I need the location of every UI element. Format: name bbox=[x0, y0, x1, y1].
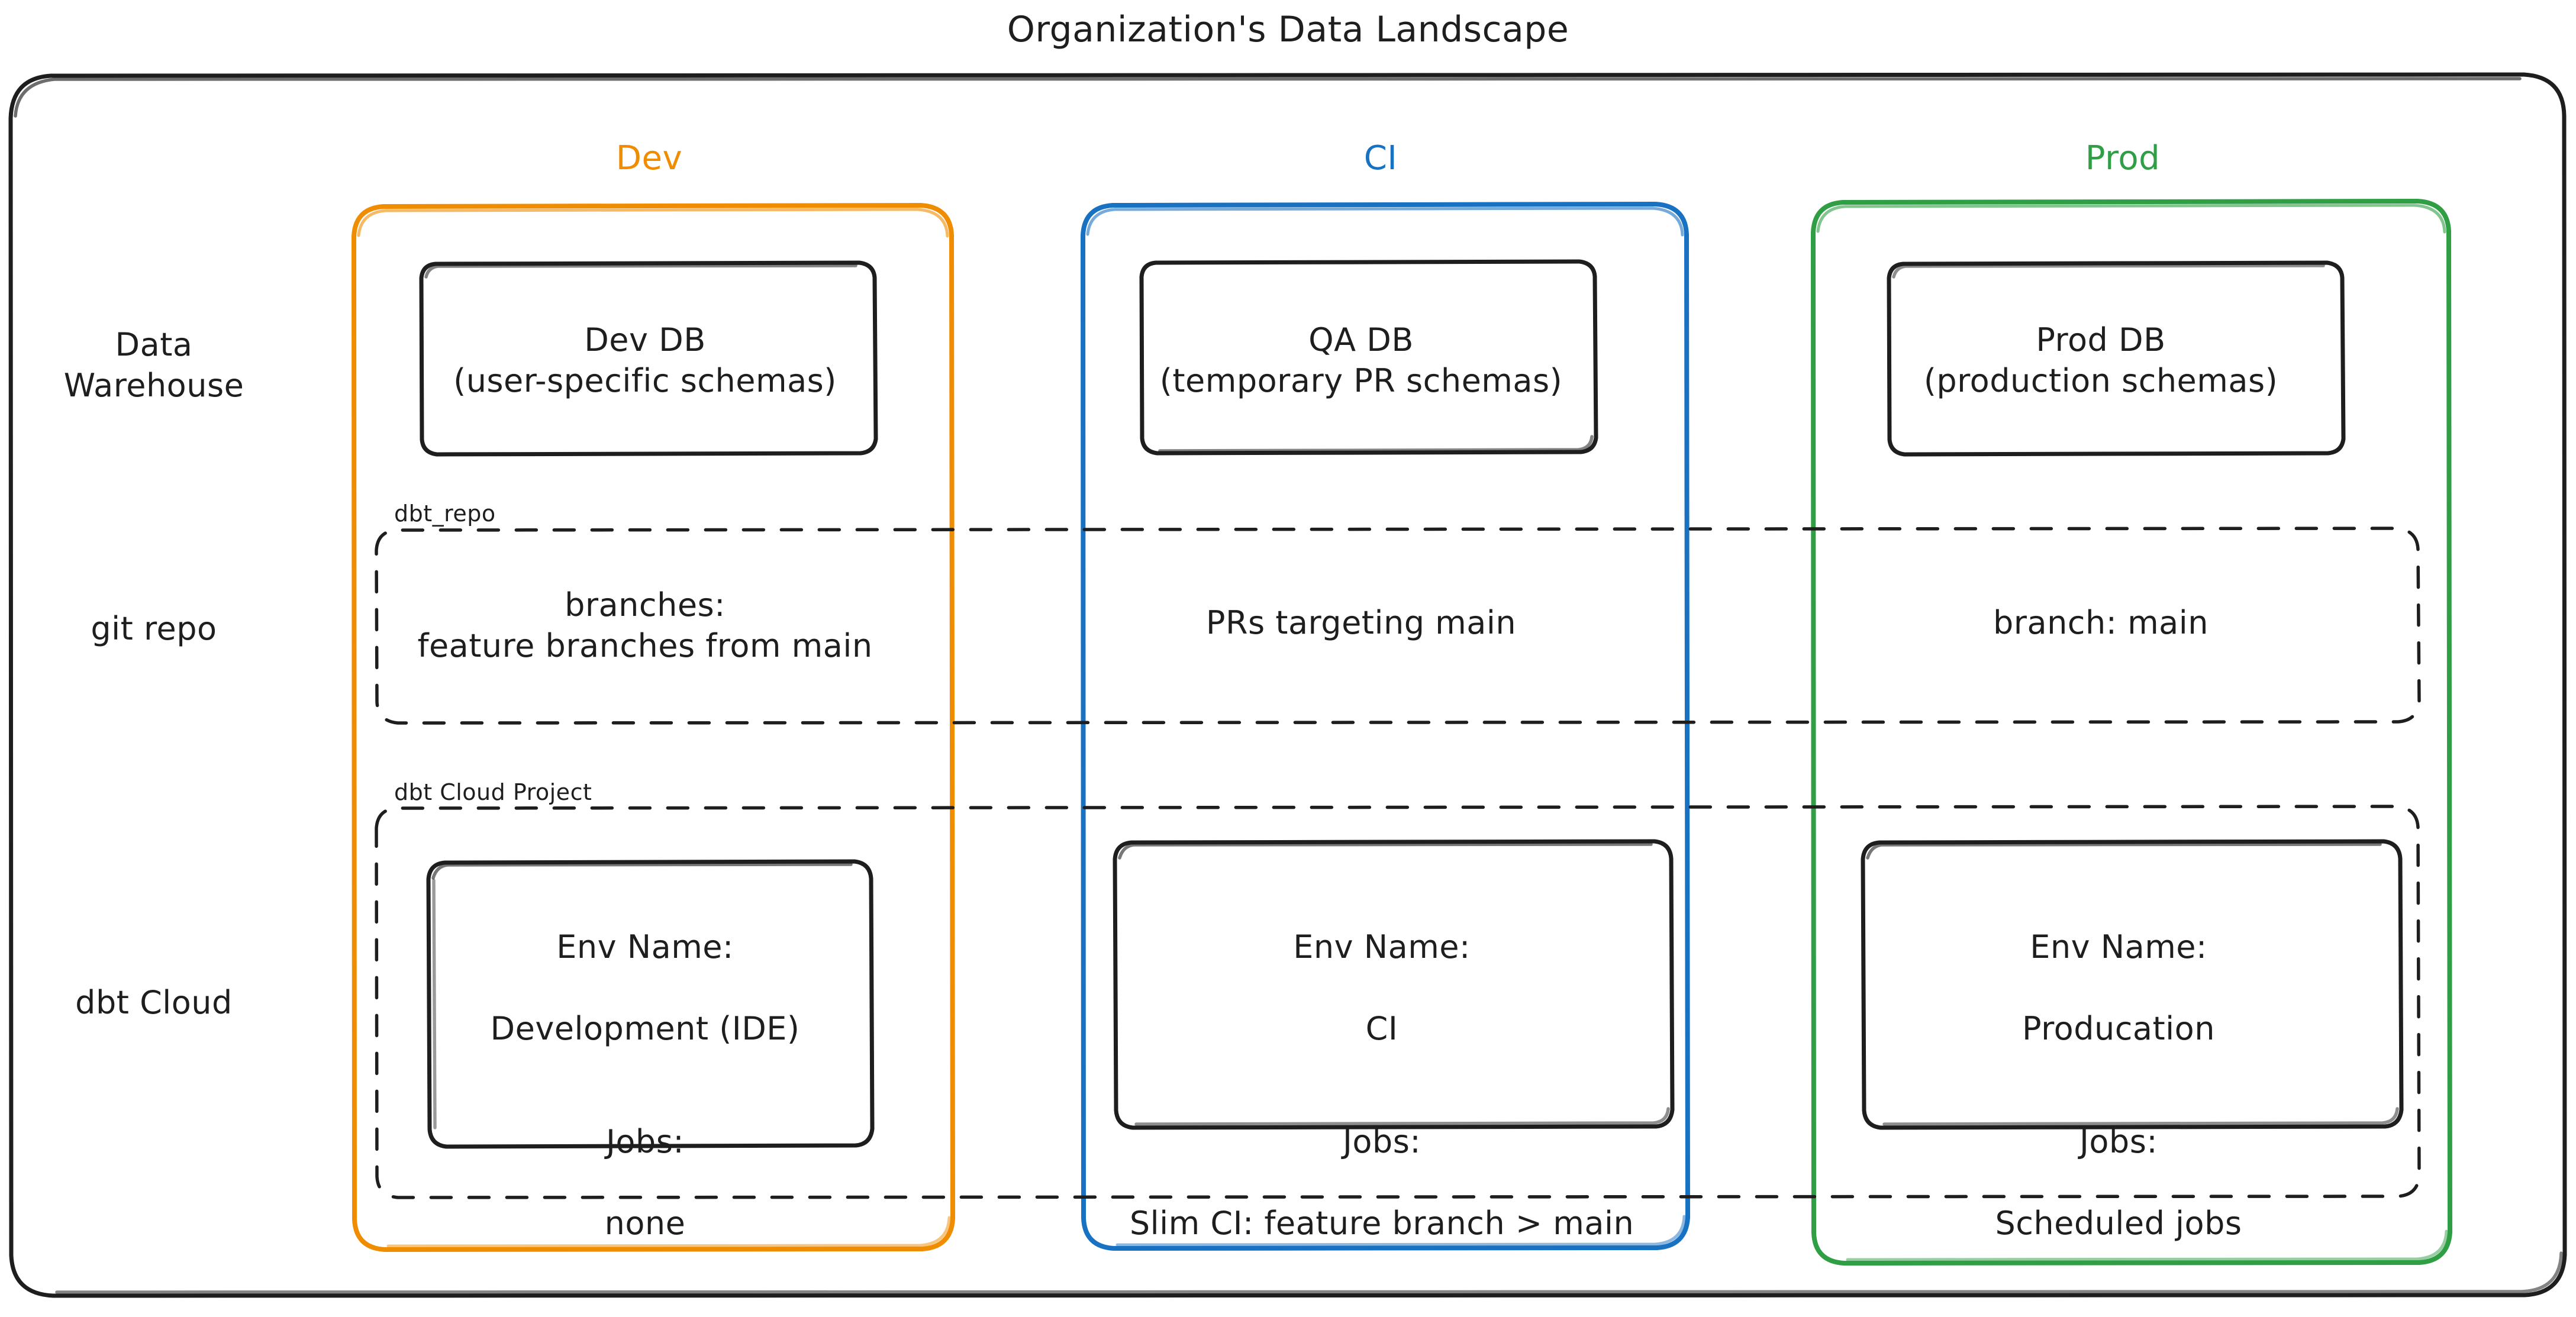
ci-env-name-label: Env Name: bbox=[1293, 928, 1471, 966]
row-label-dbt-cloud: dbt Cloud bbox=[75, 984, 233, 1021]
prod-env-name-value: Producation bbox=[2022, 1010, 2215, 1048]
prod-env-name-label: Env Name: bbox=[2030, 928, 2207, 966]
dev-env-name-label: Env Name: bbox=[556, 928, 734, 966]
spacer bbox=[1101, 1049, 1663, 1080]
prod-jobs-value: Scheduled jobs bbox=[1995, 1204, 2242, 1242]
page-title: Organization's Data Landscape bbox=[1007, 9, 1569, 50]
ci-env-name-value: CI bbox=[1365, 1010, 1398, 1048]
dev-env-name-value: Development (IDE) bbox=[490, 1010, 800, 1048]
node-prod-cloud-label: Env Name: Producation Jobs: Scheduled jo… bbox=[1852, 886, 2385, 1244]
node-prod-db-label: Prod DB (production schemas) bbox=[1923, 321, 2278, 400]
dev-jobs-value: none bbox=[604, 1204, 686, 1242]
node-dev-git-label: branches: feature branches from main bbox=[417, 586, 873, 665]
node-prod-git-label: branch: main bbox=[1993, 604, 2209, 641]
ci-jobs-label: Jobs: bbox=[1342, 1122, 1421, 1160]
column-header-prod: Prod bbox=[2085, 139, 2161, 177]
column-header-ci: CI bbox=[1363, 139, 1398, 177]
node-qa-db-label: QA DB (temporary PR schemas) bbox=[1159, 321, 1563, 400]
row-label-data-warehouse: Data Warehouse bbox=[63, 326, 244, 405]
node-ci-git-label: PRs targeting main bbox=[1205, 604, 1517, 641]
node-dev-db-label: Dev DB (user-specific schemas) bbox=[453, 321, 837, 400]
group-caption-dbt-cloud-project: dbt Cloud Project bbox=[394, 779, 592, 805]
spacer bbox=[1852, 1049, 2385, 1080]
column-header-dev: Dev bbox=[615, 139, 683, 177]
node-dev-cloud-label: Env Name: Development (IDE) Jobs: none bbox=[414, 886, 876, 1244]
group-caption-dbt-repo: dbt_repo bbox=[394, 501, 496, 527]
node-ci-cloud-label: Env Name: CI Jobs: Slim CI: feature bran… bbox=[1101, 886, 1663, 1244]
ci-jobs-value: Slim CI: feature branch > main bbox=[1129, 1204, 1634, 1242]
dev-jobs-label: Jobs: bbox=[605, 1122, 685, 1160]
prod-jobs-label: Jobs: bbox=[2079, 1122, 2158, 1160]
row-label-git-repo: git repo bbox=[91, 610, 217, 647]
spacer bbox=[414, 1049, 876, 1080]
